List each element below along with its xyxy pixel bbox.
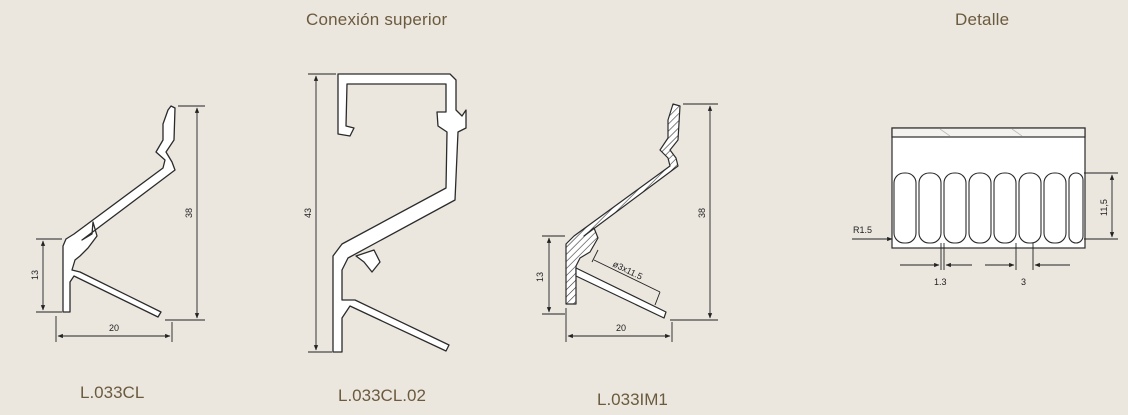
detail-top-strip <box>891 127 1086 138</box>
detail-slot <box>993 172 1017 244</box>
profile-l033cl02-height-label: 43 <box>303 208 313 218</box>
profile-l033im1-hatched-section <box>565 103 681 305</box>
detail-slot-height-label: 11,5 <box>1099 199 1109 216</box>
profile-l033cl02-inner-hook <box>355 249 381 273</box>
profile-l033im1-lip <box>575 267 667 319</box>
profile-l033cl-outline <box>62 105 176 318</box>
detail-slot <box>1018 172 1042 244</box>
detail-radius-label: R1.5 <box>853 225 872 235</box>
profile-l033cl-width-label: 20 <box>109 323 119 333</box>
detail-slot <box>1043 172 1067 244</box>
profile-l033im1-lower-label: 13 <box>535 272 545 282</box>
profile-l033cl-height-label: 38 <box>184 208 194 218</box>
detail-slot <box>1068 172 1084 244</box>
profile-l033im1-height-label: 38 <box>697 208 707 218</box>
detail-slot <box>968 172 992 244</box>
detail-gap-label: 1.3 <box>934 277 947 287</box>
profile-l033im1-caption: L.033IM1 <box>597 390 668 409</box>
detail-slots <box>893 172 1084 244</box>
heading-top-connection: Conexión superior <box>306 10 448 29</box>
profile-l033cl-dimensions <box>36 105 205 342</box>
detail-slot <box>893 172 917 244</box>
detail-slot <box>918 172 942 244</box>
profile-l033im1-dimensions <box>542 103 718 342</box>
detail-pitch-label: 3 <box>1021 277 1026 287</box>
heading-detail: Detalle <box>955 10 1010 29</box>
profile-l033cl02-caption: L.033CL.02 <box>338 386 426 405</box>
profile-l033cl02-dimensions <box>308 73 336 353</box>
profile-l033im1-drawing <box>565 103 681 319</box>
profile-l033cl-drawing <box>62 105 176 318</box>
detail-dimensions <box>852 172 1118 270</box>
profile-l033cl-caption: L.033CL <box>80 383 145 402</box>
profile-l033cl02-outline <box>332 73 467 353</box>
profile-l033im1-width-label: 20 <box>616 323 626 333</box>
detail-drawing <box>891 127 1086 249</box>
profile-l033cl-lower-label: 13 <box>30 270 40 280</box>
detail-slot <box>943 172 967 244</box>
profile-l033cl02-drawing <box>332 73 467 353</box>
